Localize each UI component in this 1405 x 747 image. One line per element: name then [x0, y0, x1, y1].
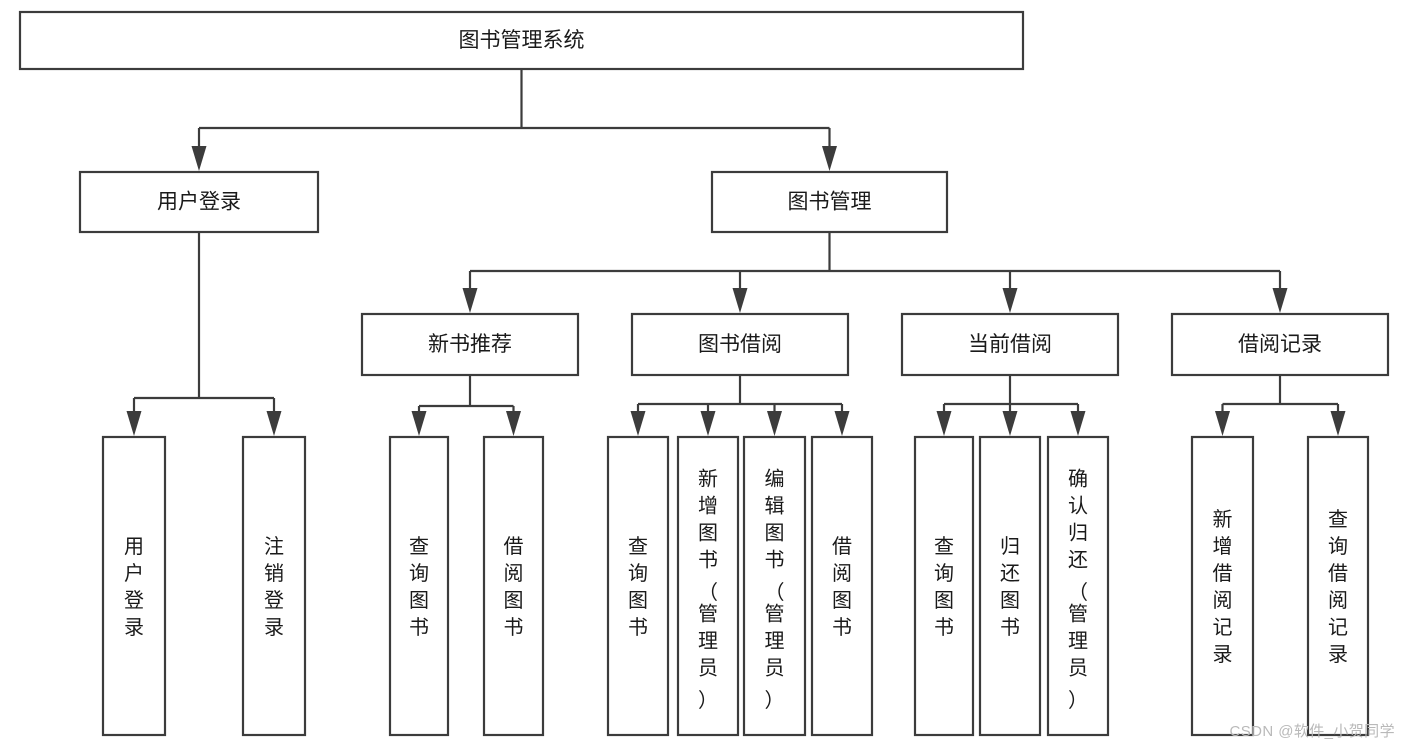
node-leaf-query-book-borrow[interactable]: 查询图书 [606, 435, 670, 737]
arrow-icon [1215, 411, 1230, 436]
node-box-leaf-query-book-rec[interactable] [388, 435, 450, 737]
node-box-leaf-borrow-book-rec[interactable] [482, 435, 545, 737]
node-box-book-manage[interactable] [710, 170, 949, 234]
connector-group-user-login [126, 232, 282, 436]
node-book-borrow[interactable]: 图书借阅 [630, 312, 850, 377]
connector-group-book-borrow [630, 375, 850, 436]
node-box-leaf-logout[interactable] [241, 435, 307, 737]
node-borrow-record[interactable]: 借阅记录 [1170, 312, 1390, 377]
node-leaf-add-book[interactable]: 新增图书（管理员） [676, 435, 740, 737]
arrow-icon [126, 411, 142, 436]
connector-layer [126, 69, 1346, 436]
arrow-icon [1070, 411, 1086, 436]
arrow-icon [834, 411, 850, 436]
node-label-leaf-edit-book: 编辑图书（管理员） [765, 468, 785, 712]
arrow-icon [822, 146, 837, 171]
node-leaf-query-book-current[interactable]: 查询图书 [913, 435, 975, 737]
node-box-leaf-user-login[interactable] [101, 435, 167, 737]
arrow-icon [700, 411, 716, 436]
node-box-leaf-query-book-borrow[interactable] [606, 435, 670, 737]
node-box-leaf-add-record[interactable] [1190, 435, 1255, 737]
node-label-leaf-query-book-rec: 查询图书 [409, 535, 429, 639]
node-box-leaf-edit-book[interactable] [742, 435, 807, 737]
node-book-manage[interactable]: 图书管理 [710, 170, 949, 234]
node-new-book-rec[interactable]: 新书推荐 [360, 312, 580, 377]
arrow-icon [266, 411, 282, 436]
node-box-root[interactable] [18, 10, 1025, 71]
node-box-leaf-query-record[interactable] [1306, 435, 1370, 737]
node-label-leaf-logout: 注销登录 [264, 535, 284, 639]
node-box-leaf-add-book[interactable] [676, 435, 740, 737]
node-label-root: 图书管理系统 [459, 29, 585, 52]
node-root[interactable]: 图书管理系统 [18, 10, 1025, 71]
arrow-icon [506, 411, 521, 436]
arrow-icon [1002, 288, 1018, 313]
arrow-icon [630, 411, 646, 436]
node-box-leaf-borrow-book[interactable] [810, 435, 874, 737]
node-label-leaf-borrow-book-rec: 借阅图书 [504, 535, 524, 639]
arrow-icon [767, 411, 782, 436]
node-leaf-query-book-rec[interactable]: 查询图书 [388, 435, 450, 737]
arrow-icon [462, 288, 478, 313]
connector-group-root [191, 69, 837, 171]
node-label-user-login: 用户登录 [157, 191, 241, 214]
node-leaf-borrow-book[interactable]: 借阅图书 [810, 435, 874, 737]
node-leaf-borrow-book-rec[interactable]: 借阅图书 [482, 435, 545, 737]
node-leaf-add-record[interactable]: 新增借阅记录 [1190, 435, 1255, 737]
node-box-borrow-record[interactable] [1170, 312, 1390, 377]
node-label-leaf-query-book-current: 查询图书 [934, 535, 954, 639]
node-current-borrow[interactable]: 当前借阅 [900, 312, 1120, 377]
node-label-leaf-query-book-borrow: 查询图书 [628, 535, 648, 639]
node-leaf-logout[interactable]: 注销登录 [241, 435, 307, 737]
node-layer: 图书管理系统用户登录图书管理新书推荐图书借阅当前借阅借阅记录用户登录注销登录查询… [18, 10, 1390, 737]
arrow-icon [1272, 288, 1288, 313]
node-label-leaf-add-book: 新增图书（管理员） [698, 468, 718, 712]
arrow-icon [1330, 411, 1346, 436]
connector-group-current-borrow [936, 375, 1086, 436]
node-box-leaf-return-book[interactable] [978, 435, 1042, 737]
node-leaf-return-book[interactable]: 归还图书 [978, 435, 1042, 737]
watermark-text: CSDN @软件_小贺同学 [1229, 723, 1395, 740]
node-label-current-borrow: 当前借阅 [968, 333, 1052, 356]
node-label-leaf-borrow-book: 借阅图书 [832, 535, 852, 639]
node-label-leaf-return-book: 归还图书 [1000, 535, 1020, 639]
node-label-book-manage: 图书管理 [788, 191, 872, 214]
node-label-leaf-query-record: 查询借阅记录 [1328, 508, 1348, 666]
node-leaf-edit-book[interactable]: 编辑图书（管理员） [742, 435, 807, 737]
node-box-leaf-confirm-return[interactable] [1046, 435, 1110, 737]
node-label-new-book-rec: 新书推荐 [428, 333, 512, 356]
node-user-login[interactable]: 用户登录 [78, 170, 320, 234]
node-leaf-user-login[interactable]: 用户登录 [101, 435, 167, 737]
arrow-icon [191, 146, 207, 171]
arrow-icon [732, 288, 748, 313]
node-leaf-query-record[interactable]: 查询借阅记录 [1306, 435, 1370, 737]
arrow-icon [1002, 411, 1018, 436]
node-box-user-login[interactable] [78, 170, 320, 234]
arrow-icon [411, 411, 427, 436]
node-label-leaf-confirm-return: 确认归还（管理员） [1068, 468, 1088, 712]
connector-group-new-book-rec [411, 375, 521, 436]
node-leaf-confirm-return[interactable]: 确认归还（管理员） [1046, 435, 1110, 737]
node-box-book-borrow[interactable] [630, 312, 850, 377]
node-label-leaf-add-record: 新增借阅记录 [1213, 508, 1233, 666]
node-label-leaf-user-login: 用户登录 [124, 536, 144, 639]
connector-group-book-manage [462, 232, 1288, 313]
connector-group-borrow-record [1215, 375, 1346, 436]
node-box-leaf-query-book-current[interactable] [913, 435, 975, 737]
node-box-new-book-rec[interactable] [360, 312, 580, 377]
node-box-current-borrow[interactable] [900, 312, 1120, 377]
node-label-borrow-record: 借阅记录 [1238, 333, 1322, 356]
arrow-icon [936, 411, 952, 436]
node-label-book-borrow: 图书借阅 [698, 333, 782, 356]
